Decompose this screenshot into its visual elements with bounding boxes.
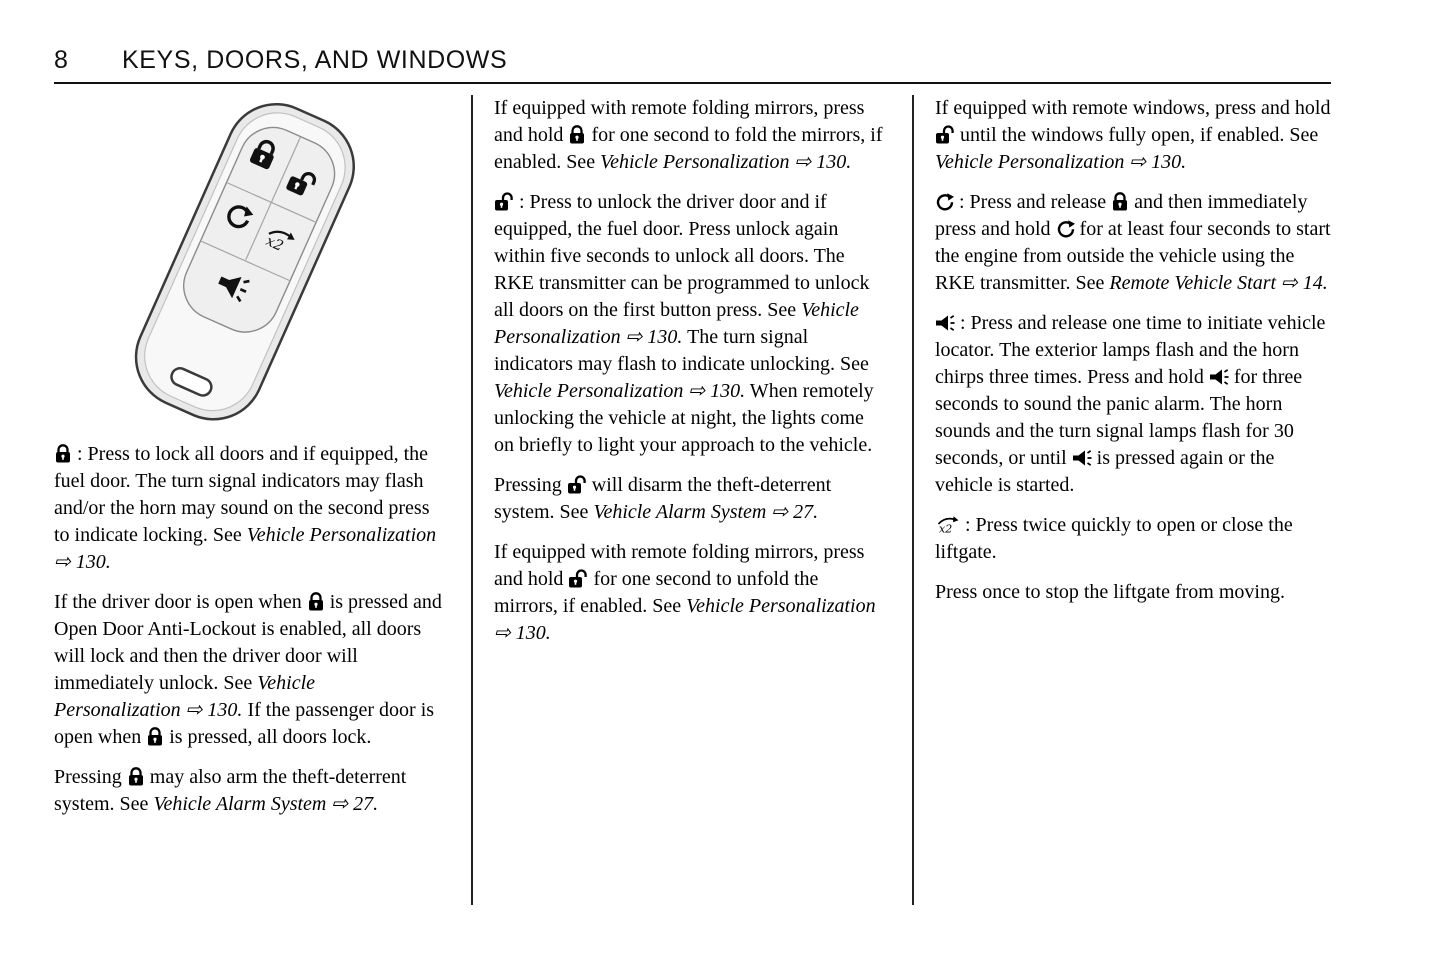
paragraph: : Press to unlock the driver door and if… — [494, 191, 874, 456]
page-title: KEYS, DOORS, AND WINDOWS — [122, 46, 508, 74]
key-fob-illustration: x2 — [134, 103, 356, 421]
lock-icon — [54, 444, 72, 463]
fob-panic-button-icon — [218, 276, 250, 303]
paragraph: : Press to lock all doors and if equippe… — [54, 443, 437, 573]
liftgate-icon: x2 — [935, 515, 960, 534]
lock-icon — [307, 592, 325, 611]
paragraph: Pressing will disarm the theft-deterrent… — [494, 474, 832, 523]
lock-icon — [1111, 192, 1129, 211]
paragraph: Press once to stop the liftgate from mov… — [935, 581, 1285, 603]
unlock-icon — [935, 125, 955, 144]
column-divider-left — [471, 95, 473, 905]
panic-icon — [935, 314, 955, 332]
unlock-icon — [568, 569, 588, 588]
paragraph: If equipped with remote folding mirrors,… — [494, 97, 883, 173]
cross-reference: Vehicle Personalization ⇨ 130. — [935, 151, 1187, 173]
cross-reference: Vehicle Personalization ⇨ 130. — [494, 380, 746, 402]
column-middle: If equipped with remote folding mirrors,… — [494, 95, 886, 660]
svg-text:x2: x2 — [263, 233, 285, 255]
unlock-icon — [567, 475, 587, 494]
fob-liftgate-button-icon: x2 — [263, 230, 295, 255]
fob-remote-start-button-icon — [227, 205, 254, 229]
column-divider-right — [912, 95, 914, 905]
fob-lock-button-icon — [249, 139, 275, 170]
fob-separator — [245, 137, 301, 261]
fob-unlock-button-icon — [286, 172, 317, 196]
panic-icon — [1209, 368, 1229, 386]
cross-reference: Vehicle Alarm System ⇨ 27. — [153, 793, 379, 815]
paragraph: x2 : Press twice quickly to open or clos… — [935, 514, 1293, 563]
remote-start-icon — [1056, 219, 1075, 238]
panic-icon — [1072, 449, 1092, 467]
paragraph: If equipped with remote windows, press a… — [935, 97, 1331, 173]
cross-reference: Vehicle Personalization ⇨ 130. — [494, 595, 876, 644]
fob-keyring-slot — [170, 367, 213, 397]
column-right: If equipped with remote windows, press a… — [935, 95, 1332, 619]
cross-reference: Vehicle Alarm System ⇨ 27. — [593, 501, 819, 523]
cross-reference: Vehicle Personalization ⇨ 130. — [54, 524, 437, 573]
svg-text:x2: x2 — [939, 523, 952, 535]
cross-reference: Vehicle Personalization ⇨ 130. — [600, 151, 852, 173]
header-rule — [54, 82, 1331, 84]
page-number: 8 — [54, 46, 68, 74]
cross-reference: Remote Vehicle Start ⇨ 14. — [1109, 272, 1328, 294]
paragraph: If equipped with remote folding mirrors,… — [494, 541, 876, 644]
cross-reference: Vehicle Personalization ⇨ 130. — [494, 299, 859, 348]
paragraph: : Press and release one time to initiate… — [935, 312, 1326, 496]
remote-start-icon — [935, 192, 954, 211]
key-fob-figure: x2 — [80, 95, 410, 433]
cross-reference: Vehicle Personalization ⇨ 130. — [54, 672, 316, 721]
unlock-icon — [494, 192, 514, 211]
paragraph: Pressing may also arm the theft-deterren… — [54, 766, 407, 815]
fob-separator — [201, 240, 290, 281]
column-left: x2 : Press to lock all doors and if equi… — [54, 95, 446, 831]
lock-icon — [568, 125, 586, 144]
paragraph: : Press and release and then immediately… — [935, 191, 1331, 294]
lock-icon — [146, 727, 164, 746]
column-left-text: : Press to lock all doors and if equippe… — [54, 441, 446, 818]
paragraph: If the driver door is open when is press… — [54, 591, 442, 748]
lock-icon — [127, 767, 145, 786]
